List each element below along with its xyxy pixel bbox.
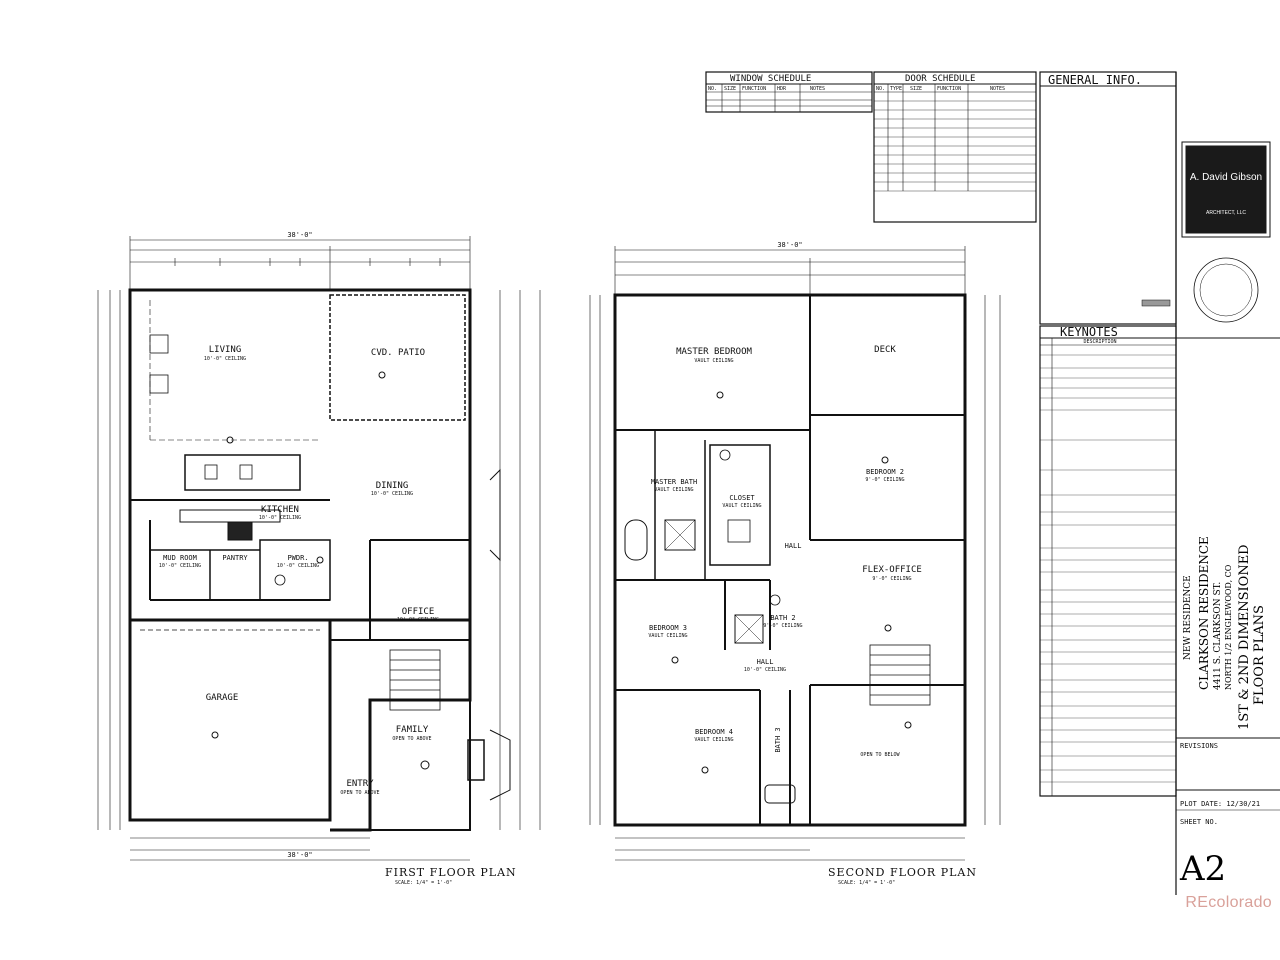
second-floor-width-dim: 38'-0"	[777, 241, 802, 249]
room-entry: ENTRY	[346, 779, 374, 789]
first-floor-title: FIRST FLOOR PLAN	[385, 866, 517, 879]
svg-text:10'-0" CEILING: 10'-0" CEILING	[159, 563, 201, 569]
svg-text:9'-0" CEILING: 9'-0" CEILING	[872, 576, 911, 582]
svg-text:FUNCTION: FUNCTION	[937, 86, 961, 92]
window-schedule-headers: NO. SIZE FUNCTION HDR NOTES	[708, 86, 825, 92]
svg-text:SIZE: SIZE	[724, 86, 736, 92]
first-floor-plan	[97, 236, 541, 861]
door-schedule-title: DOOR SCHEDULE	[905, 74, 975, 84]
svg-text:VAULT CEILING: VAULT CEILING	[722, 503, 761, 509]
svg-text:NO.: NO.	[708, 86, 717, 92]
room-bedroom-2: BEDROOM 2	[866, 468, 904, 476]
room-mud-room: MUD ROOM	[163, 554, 197, 562]
door-schedule-table	[873, 71, 1037, 223]
title-block	[1175, 72, 1280, 895]
door-schedule-headers: NO. TYPE SIZE FUNCTION NOTES	[876, 86, 1005, 92]
svg-text:VAULT CEILING: VAULT CEILING	[648, 633, 687, 639]
room-dining: DINING	[376, 481, 409, 491]
svg-text:10'-0" CEILING: 10'-0" CEILING	[371, 491, 413, 497]
room-powder: PWDR.	[287, 554, 308, 562]
room-family: FAMILY	[396, 725, 429, 735]
svg-text:OPEN TO ABOVE: OPEN TO ABOVE	[340, 790, 379, 796]
revisions-label: REVISIONS	[1180, 742, 1218, 750]
room-bedroom-4: BEDROOM 4	[695, 728, 733, 736]
room-hall-upper: HALL	[785, 542, 802, 550]
second-floor-title: SECOND FLOOR PLAN	[828, 866, 977, 879]
svg-text:VAULT CEILING: VAULT CEILING	[654, 487, 693, 493]
window-schedule-title: WINDOW SCHEDULE	[730, 74, 811, 84]
firm-name: A. David Gibson	[1190, 172, 1262, 183]
svg-text:VAULT CEILING: VAULT CEILING	[694, 358, 733, 364]
svg-text:NOTES: NOTES	[810, 86, 825, 92]
svg-text:SCALE: 1/4" = 1'-0": SCALE: 1/4" = 1'-0"	[838, 880, 895, 886]
keynotes-panel	[1039, 325, 1177, 797]
svg-text:HDR: HDR	[777, 86, 787, 92]
project-address-1: 4411 S. CLARKSON ST.	[1213, 582, 1223, 690]
sheet-title-1: 1ST & 2ND DIMENSIONED	[1237, 544, 1252, 730]
svg-text:10'-0" CEILING: 10'-0" CEILING	[259, 515, 301, 521]
svg-text:NO.: NO.	[876, 86, 885, 92]
keynotes-title: KEYNOTES	[1060, 325, 1118, 339]
first-floor-width-dim: 38'-0"	[287, 231, 312, 239]
svg-text:FUNCTION: FUNCTION	[742, 86, 766, 92]
room-deck: DECK	[874, 345, 896, 355]
project-address-2: NORTH 1/2 ENGLEWOOD, CO	[1224, 564, 1233, 690]
svg-text:10'-0" CEILING: 10'-0" CEILING	[744, 667, 786, 673]
general-info-title: GENERAL INFO.	[1048, 73, 1142, 87]
svg-text:NOTES: NOTES	[990, 86, 1005, 92]
sheet-title-2: FLOOR PLANS	[1252, 605, 1267, 705]
room-hall-lower: HALL	[757, 658, 774, 666]
sheet-number: A2	[1179, 849, 1226, 889]
room-cvd-patio: CVD. PATIO	[371, 348, 425, 358]
recolorado-watermark: REcolorado	[1185, 894, 1272, 911]
room-bedroom-3: BEDROOM 3	[649, 624, 687, 632]
project-type: NEW RESIDENCE	[1183, 575, 1193, 660]
room-bath-2: BATH 2	[770, 614, 795, 622]
svg-text:SCALE: 1/4" = 1'-0": SCALE: 1/4" = 1'-0"	[395, 880, 452, 886]
project-name: CLARKSON RESIDENCE	[1197, 536, 1211, 690]
room-master-bath: MASTER BATH	[651, 478, 697, 486]
window-schedule-table	[705, 71, 873, 113]
room-flex-office: FLEX-OFFICE	[862, 565, 922, 575]
svg-text:10'-0" CEILING: 10'-0" CEILING	[277, 563, 319, 569]
svg-text:10'-0" CEILING: 10'-0" CEILING	[397, 617, 439, 623]
room-bath-3: BATH 3	[774, 727, 782, 752]
svg-text:OPEN TO ABOVE: OPEN TO ABOVE	[392, 736, 431, 742]
svg-text:SIZE: SIZE	[910, 86, 922, 92]
plot-date: PLOT DATE: 12/30/21	[1180, 800, 1260, 808]
room-garage: GARAGE	[206, 693, 239, 703]
room-kitchen: KITCHEN	[261, 505, 299, 515]
sheet-no-label: SHEET NO.	[1180, 818, 1218, 826]
open-to-below: OPEN TO BELOW	[860, 752, 900, 758]
general-info-panel	[1039, 71, 1177, 325]
svg-text:VAULT CEILING: VAULT CEILING	[694, 737, 733, 743]
room-pantry: PANTRY	[222, 554, 248, 562]
svg-text:38'-0": 38'-0"	[287, 851, 312, 859]
room-office: OFFICE	[402, 607, 435, 617]
room-closet: CLOSET	[729, 494, 755, 502]
svg-text:9'-0" CEILING: 9'-0" CEILING	[865, 477, 904, 483]
svg-text:DESCRIPTION: DESCRIPTION	[1083, 339, 1116, 345]
svg-text:TYPE: TYPE	[890, 86, 902, 92]
svg-text:ARCHITECT, LLC: ARCHITECT, LLC	[1206, 210, 1246, 216]
room-living: LIVING	[209, 345, 242, 355]
svg-text:10'-0" CEILING: 10'-0" CEILING	[204, 356, 246, 362]
room-master-bedroom: MASTER BEDROOM	[676, 347, 752, 357]
svg-text:9'-0" CEILING: 9'-0" CEILING	[763, 623, 802, 629]
second-floor-plan	[589, 246, 1001, 861]
